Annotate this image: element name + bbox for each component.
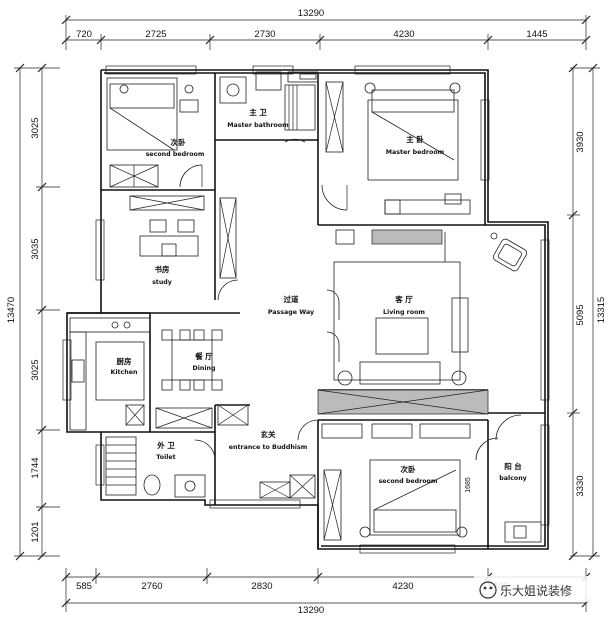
second-bedroom-bottom xyxy=(321,423,499,541)
dim-top-4: 4230 xyxy=(393,29,414,40)
watermark: 乐大姐说装修 xyxy=(474,576,604,602)
dim-left-3: 3025 xyxy=(30,359,41,380)
master-bathroom-en: Master bathroom xyxy=(227,122,289,129)
dimension-lines xyxy=(14,15,600,612)
study xyxy=(129,195,239,301)
dining-cn: 餐 厅 xyxy=(194,351,213,361)
toilet xyxy=(105,436,216,498)
kitchen xyxy=(69,317,151,431)
watermark-text: 乐大姐说装修 xyxy=(500,583,572,598)
dim-left-4: 1744 xyxy=(30,457,41,478)
second-bedroom-top-en: second bedroom xyxy=(146,151,205,158)
dim-right-3: 3330 xyxy=(575,475,586,496)
dim-bottom-4: 4230 xyxy=(392,581,413,592)
second-bedroom-bottom-cn: 次卧 xyxy=(401,464,416,474)
study-cn: 书房 xyxy=(155,264,170,274)
toilet-en: Toilet xyxy=(156,454,175,461)
passage-cn: 过道 xyxy=(284,294,299,304)
entrance-cn: 玄关 xyxy=(261,429,276,439)
dim-right-2: 5095 xyxy=(575,304,586,325)
toilet-cn: 外 卫 xyxy=(157,440,175,450)
dim-bottom-2: 2760 xyxy=(141,581,162,592)
dining-en: Dining xyxy=(192,365,215,372)
dim-right-overall: 13315 xyxy=(596,297,607,323)
dim-bottom-overall: 13290 xyxy=(298,605,324,616)
study-en: study xyxy=(152,279,172,286)
second-bedroom-top xyxy=(106,77,203,188)
dimension-labels: 13290 720 2725 2730 4230 1445 585 2760 2… xyxy=(6,8,607,616)
room-labels: 次卧 second bedroom 主 卫 Master bathroom 主 … xyxy=(110,107,526,485)
dim-top-5: 1445 xyxy=(526,29,547,40)
dim-top-1: 720 xyxy=(76,29,92,40)
balcony-cn: 阳 台 xyxy=(504,461,522,471)
living-room-en: Living room xyxy=(383,309,425,316)
dim-left-overall: 13470 xyxy=(6,297,17,323)
entrance xyxy=(217,404,319,499)
passage-en: Passage Way xyxy=(268,309,314,316)
living-room xyxy=(317,232,528,415)
dim-right-1: 3930 xyxy=(575,131,586,152)
windows xyxy=(62,65,550,554)
living-room-cn: 客 厅 xyxy=(394,294,413,304)
dim-bottom-3: 2830 xyxy=(251,581,272,592)
dim-top-3: 2730 xyxy=(254,29,275,40)
dim-bottom-1: 585 xyxy=(76,581,92,592)
kitchen-cn: 厨房 xyxy=(117,356,132,366)
dim-left-2: 3035 xyxy=(30,238,41,259)
dim-top-2: 2725 xyxy=(145,29,166,40)
wechat-icon xyxy=(479,581,497,599)
dining xyxy=(155,329,223,429)
dim-left-1: 3025 xyxy=(30,117,41,138)
master-bathroom xyxy=(219,71,319,143)
master-bedroom-en: Master bedroom xyxy=(386,149,445,156)
balcony xyxy=(495,414,542,543)
balcony-en: balcony xyxy=(499,475,527,482)
kitchen-en: Kitchen xyxy=(110,369,137,376)
second-bedroom-top-cn: 次卧 xyxy=(171,137,186,147)
dim-left-5: 1201 xyxy=(30,521,41,542)
dim-top-overall: 13290 xyxy=(298,8,324,19)
dim-inner: 1685 xyxy=(465,477,472,493)
master-bedroom xyxy=(321,81,471,245)
master-bathroom-cn: 主 卫 xyxy=(249,107,267,117)
second-bedroom-bottom-en: second bedroom xyxy=(379,478,438,485)
master-bedroom-cn: 主 卧 xyxy=(406,134,424,144)
entrance-en: entrance to Buddhism xyxy=(229,444,308,451)
